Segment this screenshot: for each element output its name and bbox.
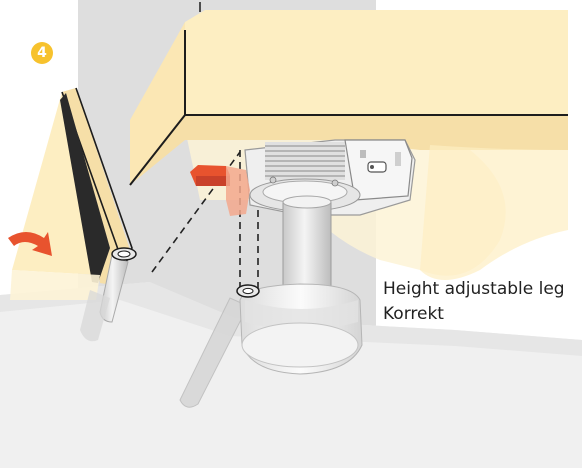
caption: Height adjustable leg Korrekt: [383, 277, 565, 327]
cabinet-edge-line-2: [129, 30, 186, 186]
floor-plane: [0, 282, 582, 468]
front-leg: [80, 247, 137, 342]
mounting-bracket: [244, 139, 416, 216]
side-board-bottom-fade: [10, 270, 100, 300]
floor-shadow: [0, 282, 582, 356]
cabinet-side: [130, 22, 185, 185]
cabinet-fade-right: [420, 145, 568, 280]
leg-icon: [236, 195, 363, 375]
cabinet-front: [185, 10, 568, 115]
cabinet-underside: [130, 115, 568, 185]
step-number-badge: 4: [31, 42, 53, 64]
clip-icon: [190, 165, 250, 216]
side-board-thick-edge: [60, 93, 110, 283]
caption-subtitle: Korrekt: [383, 304, 444, 324]
rotate-arrow-icon: [8, 232, 52, 256]
threaded-adjuster: [265, 142, 345, 180]
caption-title: Height adjustable leg: [383, 279, 565, 299]
lower-tube: [179, 297, 249, 408]
